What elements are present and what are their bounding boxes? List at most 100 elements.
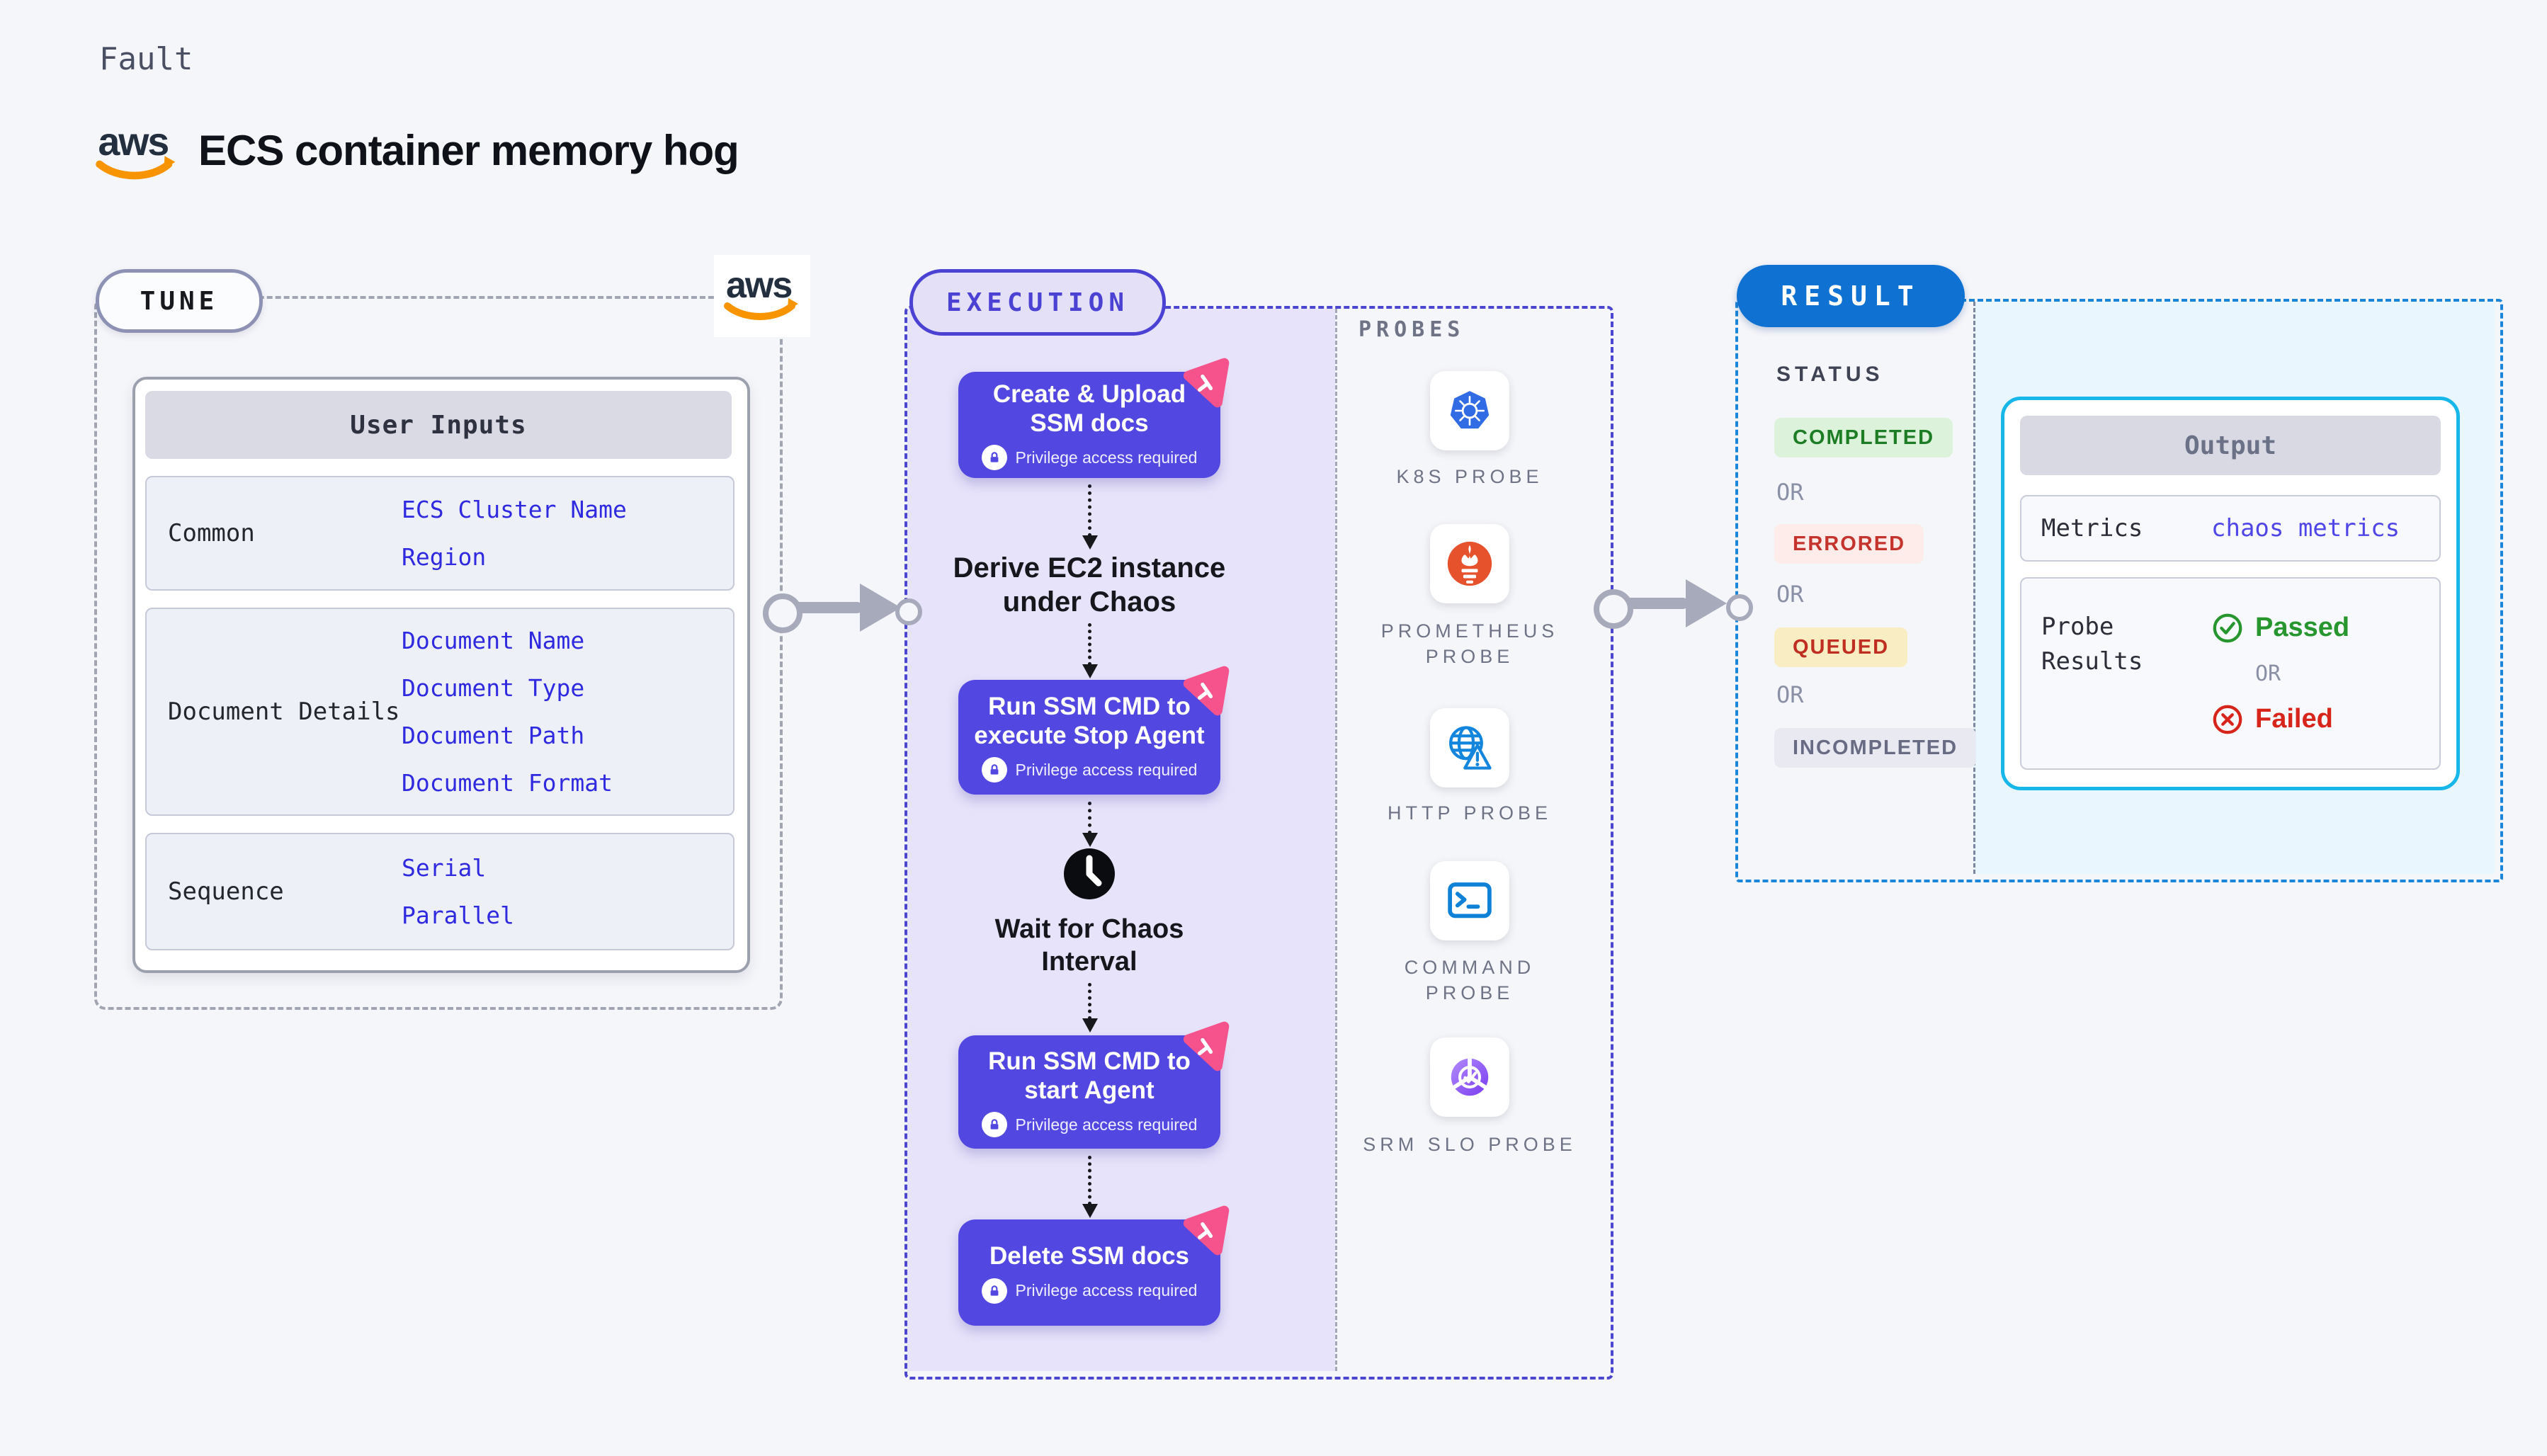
http-globe-icon <box>1449 726 1492 770</box>
step-title: Delete SSM docs <box>989 1242 1190 1270</box>
chaos-badge-icon <box>1183 1205 1230 1256</box>
x-circle-icon <box>2213 705 2242 734</box>
probe-results-row: Probe Results Passed OR Failed <box>2020 577 2441 770</box>
dotted-connector <box>1082 484 1098 550</box>
chaos-badge-icon <box>1183 358 1230 408</box>
aws-logo-icon: aws <box>714 255 810 337</box>
aws-logo-text: aws <box>98 120 169 164</box>
table-row-sequence: Sequence Serial Parallel <box>145 833 734 950</box>
step-title: Create & Upload SSM docs <box>992 380 1186 437</box>
privilege-note: Privilege access required <box>981 757 1198 783</box>
or-label: OR <box>1776 681 1804 708</box>
step-create-upload-ssm-docs: Create & Upload SSM docs Privilege acces… <box>958 358 1230 478</box>
lock-icon <box>981 1278 1007 1304</box>
user-inputs-title: User Inputs <box>145 391 732 459</box>
tune-badge: TUNE <box>96 269 263 333</box>
dotted-connector <box>1082 983 1098 1033</box>
prometheus-icon <box>1447 541 1492 586</box>
flow-connector-dot <box>1594 589 1633 629</box>
execution-container <box>904 306 1613 1380</box>
chaos-badge-icon <box>1183 666 1230 716</box>
terminal-icon <box>1448 882 1492 918</box>
probe-label: HTTP PROBE <box>1387 802 1553 824</box>
step-derive-ec2-text: Derive EC2 instance under Chaos <box>953 552 1226 618</box>
flow-arrowhead-icon <box>1686 579 1727 627</box>
flow-arrow <box>1619 598 1689 609</box>
row-value: Document Path <box>402 722 585 749</box>
flow-connector-dot <box>895 598 922 625</box>
flow-connector-dot <box>763 593 802 633</box>
status-output-divider <box>1973 302 1975 874</box>
srm-slo-probe-card <box>1430 1037 1509 1117</box>
passed-label: Passed <box>2255 613 2350 642</box>
flow-arrow <box>788 602 863 613</box>
tune-container <box>94 296 783 1010</box>
failed-line: Failed <box>2211 703 2349 736</box>
passed-line: Passed <box>2211 612 2349 644</box>
privilege-note-text: Privilege access required <box>1015 1115 1198 1134</box>
flow-arrowhead-icon <box>860 584 901 632</box>
command-probe-card <box>1430 861 1509 940</box>
row-value: ECS Cluster Name <box>402 496 627 523</box>
k8s-probe-card <box>1430 371 1509 450</box>
step-delete-ssm-docs: Delete SSM docs Privilege access require… <box>958 1205 1230 1326</box>
execution-lane-background <box>907 309 1335 1371</box>
execution-badge: EXECUTION <box>909 269 1166 336</box>
row-label: Document Details <box>168 697 400 726</box>
step-wait-chaos-interval-text: Wait for Chaos Interval <box>994 914 1184 977</box>
privilege-note-text: Privilege access required <box>1015 1281 1198 1300</box>
step-run-ssm-start-agent: Run SSM CMD to start Agent Privilege acc… <box>958 1021 1230 1149</box>
row-value: Serial <box>402 854 487 882</box>
lock-icon <box>981 757 1007 783</box>
chaos-badge-icon <box>1183 1021 1230 1071</box>
output-card: Output Metrics chaos metrics Probe Resul… <box>2001 397 2460 790</box>
step-run-ssm-stop-agent: Run SSM CMD to execute Stop Agent Privil… <box>958 666 1230 795</box>
prometheus-probe-card <box>1430 524 1509 603</box>
metrics-label: Metrics <box>2041 514 2143 542</box>
lock-icon <box>981 1112 1007 1138</box>
row-value: Parallel <box>402 902 514 929</box>
table-row-common: Common ECS Cluster Name Region <box>145 476 734 591</box>
probes-heading: PROBES <box>1358 317 1465 342</box>
metrics-row: Metrics chaos metrics <box>2020 495 2441 562</box>
row-value: Document Format <box>402 769 613 797</box>
step-title: Run SSM CMD to start Agent <box>988 1047 1191 1104</box>
page-title: ECS container memory hog <box>198 127 739 174</box>
output-title: Output <box>2020 416 2441 475</box>
probe-label: K8S PROBE <box>1396 466 1543 487</box>
kubernetes-icon <box>1450 391 1490 429</box>
dotted-connector <box>1082 802 1098 847</box>
privilege-note: Privilege access required <box>981 445 1198 471</box>
privilege-note: Privilege access required <box>981 1278 1198 1304</box>
step-title: Run SSM CMD to execute Stop Agent <box>974 692 1205 749</box>
srm-slo-icon <box>1451 1056 1489 1096</box>
privilege-note: Privilege access required <box>981 1112 1198 1138</box>
privilege-note-text: Privilege access required <box>1015 448 1198 467</box>
probe-label: SRM SLO PROBE <box>1363 1134 1577 1155</box>
privilege-note-text: Privilege access required <box>1015 760 1198 779</box>
or-label: OR <box>1776 581 1804 608</box>
status-heading: STATUS <box>1776 363 1884 386</box>
probe-label: PROMETHEUS PROBE <box>1380 620 1559 668</box>
dotted-connector <box>1082 1156 1098 1218</box>
or-label: OR <box>2255 661 2281 686</box>
result-container <box>1735 299 2503 882</box>
or-label: OR <box>1776 479 1804 506</box>
status-badge-incompleted: INCOMPLETED <box>1774 728 1977 768</box>
status-badge-completed: COMPLETED <box>1774 418 1953 457</box>
probe-results-label: Probe Results <box>2041 613 2143 676</box>
aws-logo-icon: aws <box>95 120 178 190</box>
row-value: Document Name <box>402 627 585 654</box>
http-probe-card <box>1430 708 1509 787</box>
aws-logo-text: aws <box>726 265 791 306</box>
row-label: Sequence <box>168 877 284 906</box>
fault-kicker: Fault <box>99 41 193 77</box>
status-badge-queued: QUEUED <box>1774 627 1908 667</box>
row-value: Region <box>402 543 487 571</box>
result-badge: RESULT <box>1737 265 1965 327</box>
flow-connector-dot <box>1726 594 1753 621</box>
dotted-connector <box>1082 623 1098 678</box>
table-row-document-details: Document Details Document Name Document … <box>145 608 734 816</box>
probe-label: COMMAND PROBE <box>1404 957 1536 1004</box>
